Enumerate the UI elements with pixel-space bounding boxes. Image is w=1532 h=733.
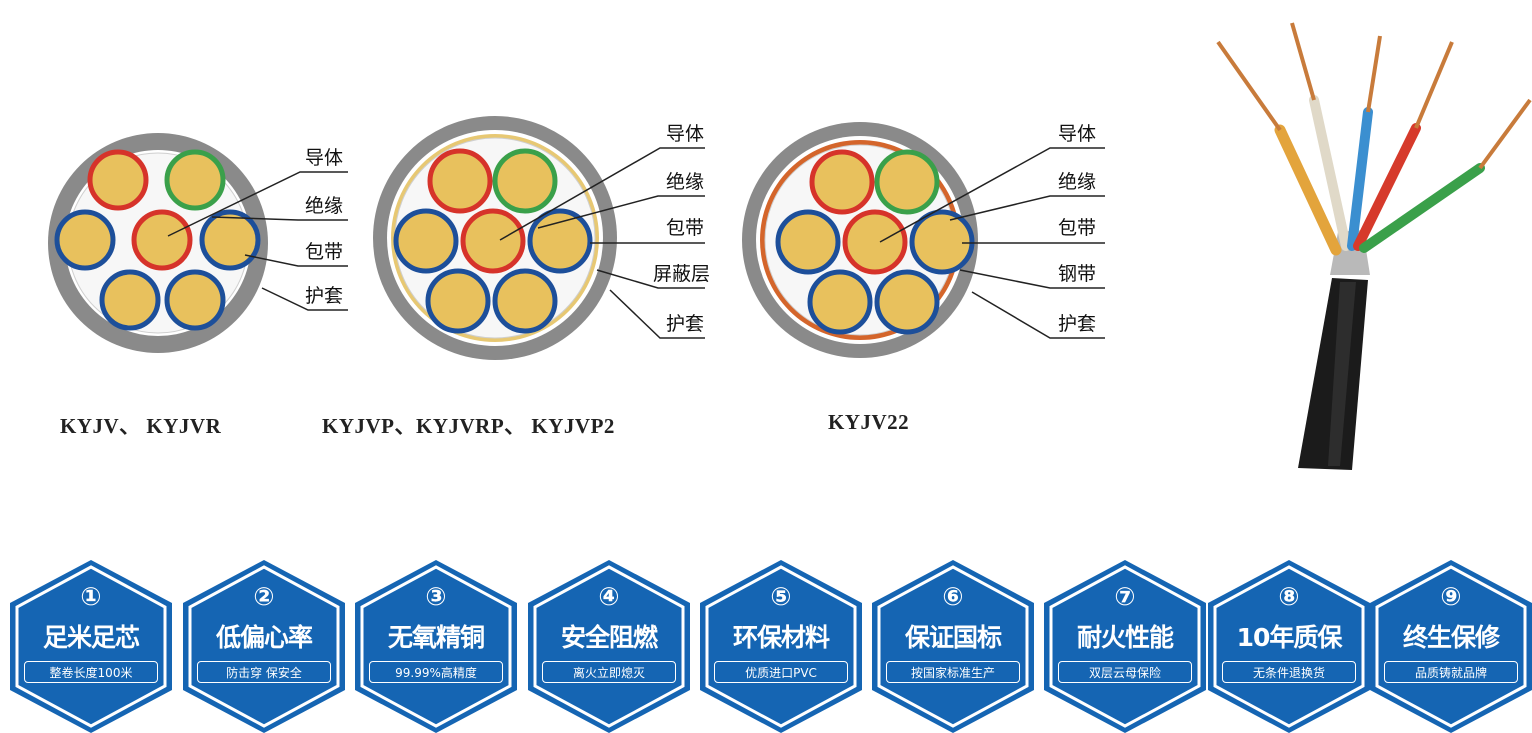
layer-label-insulation: 绝缘 — [666, 171, 704, 193]
layer-label-tape: 包带 — [305, 241, 343, 263]
feature-number: ① — [80, 582, 102, 611]
feature-number: ② — [253, 582, 275, 611]
feature-number: ⑧ — [1278, 582, 1300, 611]
hexagon-icon — [183, 560, 345, 733]
layer-label-shield: 屏蔽层 — [653, 263, 710, 285]
cable-diagram-kyjv22: 导体 绝缘 包带 钢带 护套 — [742, 122, 1105, 358]
feature-number: ⑤ — [770, 582, 792, 611]
layer-label-sheath: 护套 — [1058, 313, 1096, 335]
feature-number: ⑨ — [1440, 582, 1462, 611]
feature-number: ④ — [598, 582, 620, 611]
hexagon-icon — [355, 560, 517, 733]
feature-title: 安全阻燃 — [560, 623, 658, 652]
feature-subtitle: 无条件退换货 — [1222, 661, 1356, 683]
hexagon-icon — [1370, 560, 1532, 733]
hexagon-icon — [872, 560, 1034, 733]
feature-title: 低偏心率 — [215, 623, 313, 652]
feature-badge: ⑨ 终生保修 品质铸就品牌 — [1370, 560, 1532, 733]
feature-badge: ⑤ 环保材料 优质进口PVC — [700, 560, 862, 733]
hexagon-icon — [528, 560, 690, 733]
hexagon-icon — [700, 560, 862, 733]
layer-label-sheath: 护套 — [305, 285, 343, 307]
layer-label-tape: 包带 — [666, 217, 704, 239]
diagram-caption: KYJV、 KYJVR — [60, 414, 222, 438]
layer-label-sheath: 护套 — [666, 313, 704, 335]
layer-label-insulation: 绝缘 — [305, 195, 343, 217]
feature-title: 保证国标 — [904, 623, 1002, 652]
layer-label-conductor: 导体 — [666, 123, 704, 145]
feature-title: 10年质保 — [1236, 623, 1343, 652]
feature-badge: ① 足米足芯 整卷长度100米 — [10, 560, 172, 733]
hexagon-icon — [10, 560, 172, 733]
feature-title: 无氧精铜 — [387, 623, 485, 652]
feature-subtitle: 双层云母保险 — [1058, 661, 1192, 683]
layer-label-conductor: 导体 — [1058, 123, 1096, 145]
cable-diagram-kyjv: 导体 绝缘 包带 护套 — [48, 133, 348, 353]
feature-number: ③ — [425, 582, 447, 611]
feature-badge: ③ 无氧精铜 99.99%高精度 — [355, 560, 517, 733]
layer-label-steel-tape: 钢带 — [1058, 263, 1096, 285]
feature-list: ① 足米足芯 整卷长度100米 ② 低偏心率 防击穿 保安全 ③ 无氧精铜 99… — [10, 560, 1532, 733]
feature-title: 环保材料 — [732, 623, 830, 652]
feature-subtitle: 优质进口PVC — [714, 661, 848, 683]
feature-number: ⑦ — [1114, 582, 1136, 611]
diagram-caption: KYJV22 — [828, 410, 910, 434]
feature-title: 终生保修 — [1402, 623, 1500, 652]
feature-subtitle: 防击穿 保安全 — [197, 661, 331, 683]
feature-subtitle: 按国家标准生产 — [886, 661, 1020, 683]
feature-title: 耐火性能 — [1076, 623, 1174, 652]
diagram-caption: KYJVP、KYJVRP、 KYJVP2 — [322, 414, 615, 438]
feature-title: 足米足芯 — [42, 623, 140, 652]
layer-label-tape: 包带 — [1058, 217, 1096, 239]
hexagon-icon — [1208, 560, 1370, 733]
cable-diagram-kyjvp: 导体 绝缘 包带 屏蔽层 护套 — [373, 116, 710, 360]
feature-subtitle: 品质铸就品牌 — [1384, 661, 1518, 683]
feature-badge: ⑦ 耐火性能 双层云母保险 — [1044, 560, 1206, 733]
cable-product-image — [1216, 22, 1532, 470]
feature-subtitle: 整卷长度100米 — [24, 661, 158, 683]
feature-badge: ② 低偏心率 防击穿 保安全 — [183, 560, 345, 733]
feature-subtitle: 离火立即熄灭 — [542, 661, 676, 683]
hexagon-icon — [1044, 560, 1206, 733]
feature-number: ⑥ — [942, 582, 964, 611]
feature-subtitle: 99.99%高精度 — [369, 661, 503, 683]
feature-badge: ⑧ 10年质保 无条件退换货 — [1208, 560, 1370, 733]
layer-label-conductor: 导体 — [305, 147, 343, 169]
feature-badge: ④ 安全阻燃 离火立即熄灭 — [528, 560, 690, 733]
layer-label-insulation: 绝缘 — [1058, 171, 1096, 193]
feature-badge: ⑥ 保证国标 按国家标准生产 — [872, 560, 1034, 733]
